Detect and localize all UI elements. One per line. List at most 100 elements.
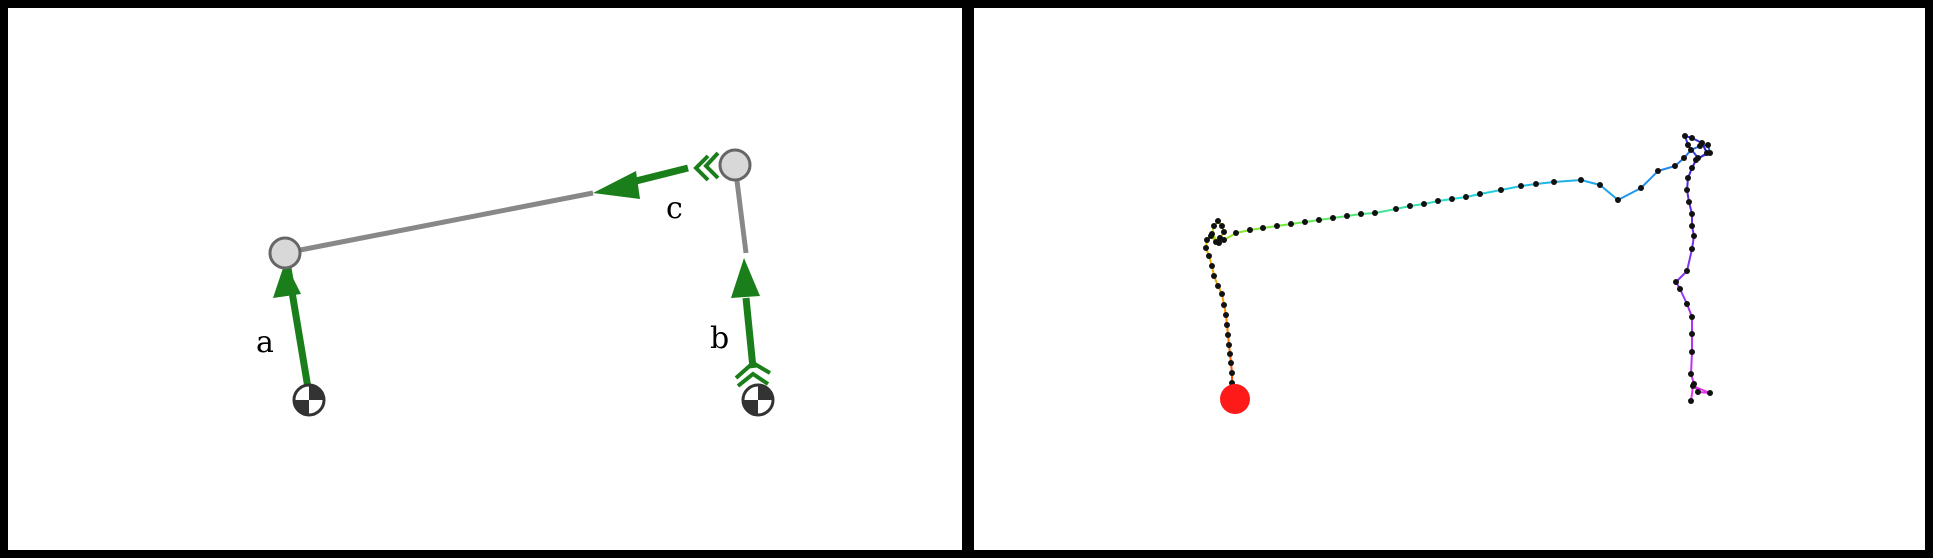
- trajectory-point: [1344, 213, 1350, 219]
- trajectory-point: [1689, 135, 1695, 141]
- joint-right: [718, 148, 752, 182]
- left-panel-linkage-diagram: a b c: [0, 0, 970, 558]
- trajectory-point: [1274, 223, 1280, 229]
- trajectory-point: [1288, 221, 1294, 227]
- trajectory-point: [1302, 219, 1308, 225]
- trajectory-point: [1219, 223, 1225, 229]
- trajectory-point: [1498, 187, 1504, 193]
- trajectory-point: [1206, 253, 1212, 259]
- trajectory-point: [1707, 390, 1713, 396]
- trajectory-point: [1463, 194, 1469, 200]
- trajectory-segment: [1690, 351, 1693, 375]
- arrow-c: [627, 164, 689, 187]
- trajectory-point: [1228, 360, 1234, 366]
- trajectory-segment: [1686, 248, 1693, 272]
- trajectory-point: [1209, 263, 1215, 269]
- trajectory-point: [1689, 349, 1695, 355]
- trajectory-point: [1223, 312, 1229, 318]
- trajectory-point: [1407, 203, 1413, 209]
- trajectory-point: [1689, 246, 1695, 252]
- trajectory-point: [1655, 168, 1661, 174]
- trajectory-point: [1221, 229, 1227, 235]
- trajectory-point: [1449, 196, 1455, 202]
- arrow-b-head: [731, 258, 760, 298]
- trajectory-point: [1204, 237, 1210, 243]
- trajectory-segment: [1617, 187, 1642, 201]
- arrow-a-head: [273, 262, 301, 298]
- trajectory-point: [1215, 283, 1221, 289]
- arrow-b-tail-mark: [734, 360, 772, 388]
- trajectory-path: [1205, 135, 1711, 407]
- trajectory-point: [1684, 268, 1690, 274]
- trajectory-point: [1533, 181, 1539, 187]
- trajectory-point: [1260, 225, 1266, 231]
- trajectory-segment: [1580, 179, 1601, 186]
- trajectory-point: [1247, 227, 1253, 233]
- trajectory-point: [1689, 223, 1695, 229]
- arrow-b: [742, 297, 757, 369]
- trajectory-point: [1393, 206, 1399, 212]
- trajectory-point: [1227, 351, 1233, 357]
- trajectory-point: [1211, 273, 1217, 279]
- link-bar-ac: [284, 190, 594, 256]
- trajectory-point: [1681, 155, 1687, 161]
- trajectory-point: [1330, 215, 1336, 221]
- trajectory-point: [1690, 383, 1696, 389]
- trajectory-point: [1682, 133, 1688, 139]
- trajectory-point: [1704, 150, 1710, 156]
- trajectory-point: [1705, 142, 1711, 148]
- trajectory-point: [1691, 233, 1697, 239]
- trajectory-point: [1673, 279, 1679, 285]
- ground-pivot-right: [741, 383, 775, 417]
- trajectory-point: [1689, 165, 1695, 171]
- trajectory-segment: [1553, 179, 1582, 183]
- trajectory-point: [1672, 163, 1678, 169]
- trajectory-point: [1578, 177, 1584, 183]
- label-a: a: [256, 325, 274, 360]
- trajectory-point: [1358, 211, 1364, 217]
- right-panel-trajectory-plot: [966, 0, 1933, 558]
- trajectory-point: [1688, 371, 1694, 377]
- trajectory-point: [1684, 187, 1690, 193]
- trajectory-point: [1518, 183, 1524, 189]
- trajectory-point: [1685, 175, 1691, 181]
- trajectory-point: [1551, 179, 1557, 185]
- trajectory-point: [1211, 223, 1217, 229]
- trajectory-plot: [1203, 133, 1713, 414]
- trajectory-point: [1233, 230, 1239, 236]
- linkage-diagram: a b c: [256, 148, 775, 417]
- trajectory-point: [1219, 291, 1225, 297]
- trajectory-point: [1226, 342, 1232, 348]
- trajectory-point: [1224, 322, 1230, 328]
- trajectory-point: [1688, 147, 1694, 153]
- trajectory-point: [1221, 302, 1227, 308]
- arrow-c-head: [593, 171, 640, 199]
- trajectory-segment: [1692, 385, 1711, 394]
- label-b: b: [710, 321, 729, 356]
- trajectory-point: [1229, 370, 1235, 376]
- trajectory-segment: [1640, 170, 1659, 189]
- trajectory-point: [1203, 245, 1209, 251]
- trajectory-point: [1221, 237, 1227, 243]
- trajectory-point: [1685, 142, 1691, 148]
- trajectory-point: [1688, 398, 1694, 404]
- trajectory-segment: [1374, 208, 1397, 214]
- trajectory-point: [1597, 182, 1603, 188]
- trajectory-segment: [1535, 181, 1555, 185]
- trajectory-point: [1677, 286, 1683, 292]
- trajectory-segment: [1599, 184, 1619, 201]
- trajectory-segment: [1500, 185, 1522, 191]
- trajectory-point: [1638, 185, 1644, 191]
- trajectory-point: [1316, 217, 1322, 223]
- trajectory-points: [1203, 133, 1713, 409]
- trajectory-point: [1686, 199, 1692, 205]
- trajectory-point: [1695, 389, 1701, 395]
- trajectory-point: [1435, 198, 1441, 204]
- trajectory-point: [1689, 314, 1695, 320]
- label-c: c: [666, 191, 683, 226]
- trajectory-point: [1225, 332, 1231, 338]
- ground-pivot-left: [292, 383, 326, 417]
- trajectory-point: [1216, 240, 1222, 246]
- trajectory-point: [1689, 211, 1695, 217]
- trajectory-segment: [1479, 189, 1502, 195]
